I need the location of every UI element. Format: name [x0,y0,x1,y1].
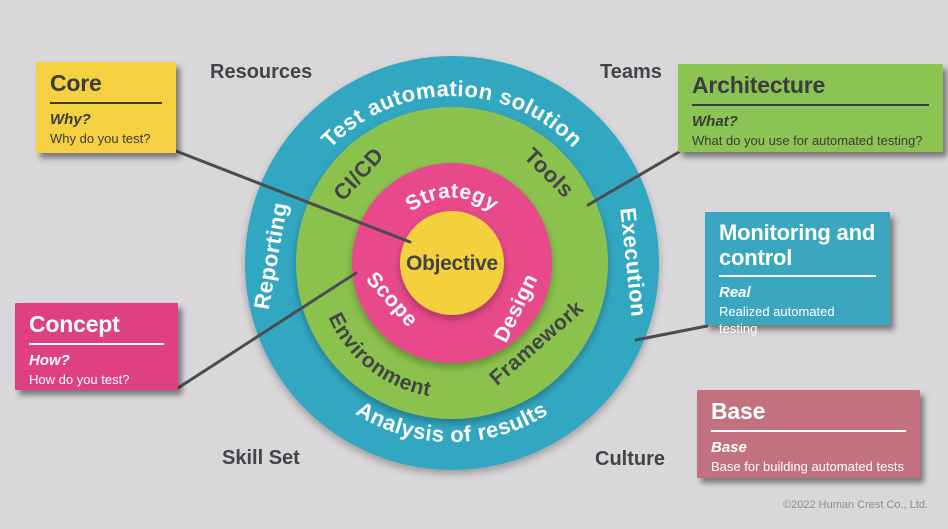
corner-label-resources: Resources [210,61,313,83]
connector-core-line [174,149,412,244]
corner-label-culture: Culture [595,448,665,470]
connector-monitoring-line [634,324,709,342]
callout-core: Core Why? Why do you test? [36,62,176,153]
callout-base-description: Base for building automated tests [711,458,904,474]
connector-lines [174,149,709,390]
callout-concept-question: How? [29,351,70,369]
callout-concept-description: How do you test? [29,371,130,387]
copyright-notice: ©2022 Human Crest Co., Ltd. [783,499,929,511]
callout-architecture-description: What do you use for automated testing? [692,132,923,148]
callout-monitoring-and-control: Monitoring and control Real Realized aut… [705,212,890,336]
connector-concept-line [176,271,358,390]
callout-monitoring-description: Realized automated testing [719,304,835,336]
callout-architecture-title: Architecture [692,72,929,106]
callout-architecture-question: What? [692,112,738,130]
callout-core-description: Why do you test? [50,130,151,146]
callout-base: Base Base Base for building automated te… [697,390,920,478]
callout-base-title: Base [711,398,906,432]
callout-concept: Concept How? How do you test? [15,303,178,390]
label-objective: Objective [406,252,498,275]
callout-base-question: Base [711,438,747,456]
callout-concept-title: Concept [29,311,164,345]
rings-group [245,56,659,470]
connector-architecture-line [586,150,681,207]
corner-label-skill-set: Skill Set [222,447,300,469]
center-circle-objective [400,211,504,315]
callout-core-title: Core [50,70,162,104]
callout-monitoring-title: Monitoring and control [719,220,876,278]
callout-core-question: Why? [50,110,91,128]
callout-architecture: Architecture What? What do you use for a… [678,64,943,152]
corner-label-teams: Teams [600,61,662,83]
callout-monitoring-question: Real [719,284,751,302]
